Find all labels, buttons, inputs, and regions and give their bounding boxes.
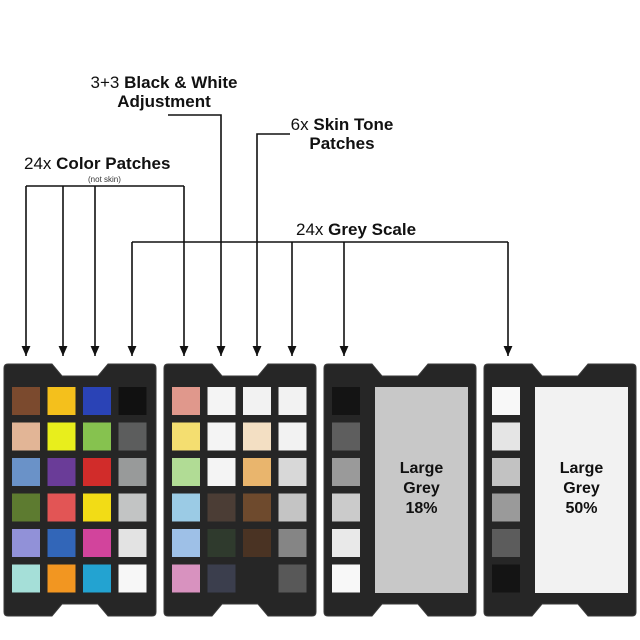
large-grey-label-line-3: 50% xyxy=(565,500,597,517)
grey-step-patch xyxy=(332,458,360,486)
bw-name-line2: Adjustment xyxy=(117,92,211,111)
bw-name-line1: Black & White xyxy=(124,73,238,92)
grey-step-patch xyxy=(492,529,520,557)
color-patch xyxy=(243,387,271,415)
color-patch xyxy=(243,493,271,522)
color-patch xyxy=(47,422,76,451)
color-patch xyxy=(172,458,200,486)
bw-count: 3+3 xyxy=(90,73,120,92)
color-patch xyxy=(172,422,200,451)
label-color-patches: 24x Color Patches xyxy=(24,154,170,173)
color-patch xyxy=(118,493,147,522)
color-patch xyxy=(278,529,307,557)
grey-step-patch xyxy=(332,564,360,593)
color-patch xyxy=(118,422,147,451)
color-patch xyxy=(278,422,307,451)
grey-step-patch xyxy=(492,564,520,593)
grey-step-patch xyxy=(492,493,520,522)
color-patch xyxy=(207,493,236,522)
large-grey-patch xyxy=(535,387,628,593)
label-not-skin: (not skin) xyxy=(88,175,121,184)
color-patch xyxy=(118,387,147,415)
color-patch xyxy=(278,458,307,486)
color-patch xyxy=(83,458,111,486)
card-body xyxy=(3,363,157,617)
label-skin-tone: 6x Skin Tone Patches xyxy=(272,115,412,153)
bw-arrow xyxy=(168,114,226,356)
color-patch xyxy=(83,422,111,451)
color-patch xyxy=(243,458,271,486)
color-patch xyxy=(118,529,147,557)
color-patch xyxy=(83,529,111,557)
color-patch xyxy=(207,529,236,557)
label-grey-scale: 24x Grey Scale xyxy=(296,220,416,239)
color-patch xyxy=(12,529,40,557)
large-grey-label-line-3: 18% xyxy=(405,500,437,517)
color-patch xyxy=(278,493,307,522)
color-patch xyxy=(207,564,236,593)
skin-count: 6x xyxy=(290,115,309,134)
color-patch xyxy=(172,493,200,522)
grey-step-patch xyxy=(332,387,360,415)
connector-lines xyxy=(21,114,513,356)
color-patch xyxy=(172,387,200,415)
color-patch xyxy=(83,387,111,415)
color-patch xyxy=(172,529,200,557)
color-patch xyxy=(172,564,200,593)
grey-step-patch xyxy=(492,422,520,451)
color-patch xyxy=(207,458,236,486)
checker-card-1 xyxy=(3,363,157,617)
skin-name-line2: Patches xyxy=(309,134,375,153)
color-patch xyxy=(207,422,236,451)
card-body xyxy=(163,363,317,617)
color-patch xyxy=(47,529,76,557)
color-patch xyxy=(278,387,307,415)
large-grey-label-line-1: Large xyxy=(560,460,604,477)
color-patch xyxy=(12,564,40,593)
grey-name: Grey Scale xyxy=(328,220,417,239)
color-patch xyxy=(207,387,236,415)
color-patch xyxy=(12,422,40,451)
color-patch xyxy=(47,387,76,415)
color-patch xyxy=(47,458,76,486)
label-bw-adjustment: 3+3 Black & White Adjustment xyxy=(84,73,244,111)
grey-step-patch xyxy=(332,422,360,451)
skin-name-line1: Skin Tone xyxy=(313,115,394,134)
grey-step-patch xyxy=(332,529,360,557)
grey-step-patch xyxy=(492,458,520,486)
color-patch xyxy=(12,458,40,486)
color-patch xyxy=(278,564,307,593)
color-patch xyxy=(243,422,271,451)
color-patch xyxy=(47,564,76,593)
color-patch xyxy=(243,564,271,593)
color-patch xyxy=(83,564,111,593)
large-grey-label-line-2: Grey xyxy=(403,480,440,497)
color-patch xyxy=(12,387,40,415)
grey-step-patch xyxy=(332,493,360,522)
color-patch xyxy=(83,493,111,522)
color-patch xyxy=(12,493,40,522)
skin-arrow xyxy=(252,133,290,356)
grey-step-patch xyxy=(492,387,520,415)
large-grey-label-line-2: Grey xyxy=(563,480,600,497)
color-patch xyxy=(47,493,76,522)
color-count: 24x xyxy=(24,154,52,173)
color-name: Color Patches xyxy=(56,154,171,173)
color-patch xyxy=(118,564,147,593)
grey-count: 24x xyxy=(296,220,324,239)
large-grey-patch xyxy=(375,387,468,593)
color-patch xyxy=(243,529,271,557)
color-patch xyxy=(118,458,147,486)
checker-card-2 xyxy=(163,363,317,617)
large-grey-label-line-1: Large xyxy=(400,460,444,477)
